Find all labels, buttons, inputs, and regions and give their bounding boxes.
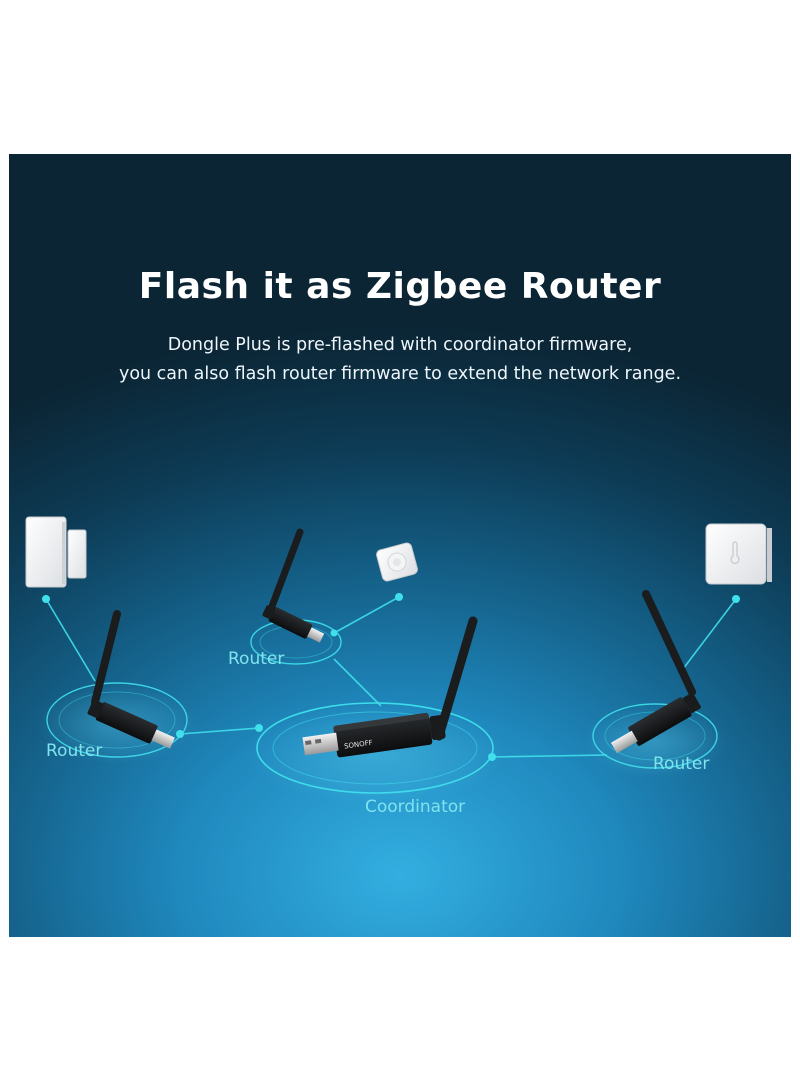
- node-dot: [732, 595, 740, 603]
- coordinator-dongle-icon: SONOFF: [302, 616, 478, 758]
- subtitle-line-1: Dongle Plus is pre-flashed with coordina…: [167, 335, 633, 355]
- hero-panel: SONOFF Flash it as Zigbee Router Dongle …: [9, 154, 791, 937]
- brand-logo: SONOFF: [344, 739, 374, 751]
- label-router-right: Router: [653, 754, 710, 774]
- link-coordinator-to-router-right: [491, 754, 608, 758]
- node-dot: [42, 595, 50, 603]
- label-router-top: Router: [228, 649, 285, 669]
- temperature-sensor-icon: [705, 523, 772, 585]
- link-door-sensor-to-router-left: [45, 598, 96, 682]
- antenna-router-right: [642, 590, 696, 696]
- door-sensor-icon: [25, 516, 87, 588]
- antenna-router-left: [91, 610, 121, 706]
- link-router-top-to-motion-sensor: [333, 596, 400, 634]
- node-dot: [395, 593, 403, 601]
- page-title: Flash it as Zigbee Router: [138, 266, 662, 307]
- label-router-left: Router: [46, 741, 103, 761]
- antenna-router-top: [267, 528, 304, 613]
- link-temp-sensor-to-router-right: [682, 598, 737, 670]
- link-router-top-to-coordinator: [333, 658, 382, 707]
- label-coordinator: Coordinator: [365, 797, 466, 817]
- subtitle-line-2: you can also flash router firmware to ex…: [118, 364, 682, 384]
- motion-sensor-icon: [376, 542, 418, 582]
- router-dongle-left-icon: [87, 699, 175, 749]
- network-scene: SONOFF: [25, 516, 772, 804]
- antenna-coordinator: [434, 616, 478, 741]
- router-dongle-right-icon: [610, 692, 701, 754]
